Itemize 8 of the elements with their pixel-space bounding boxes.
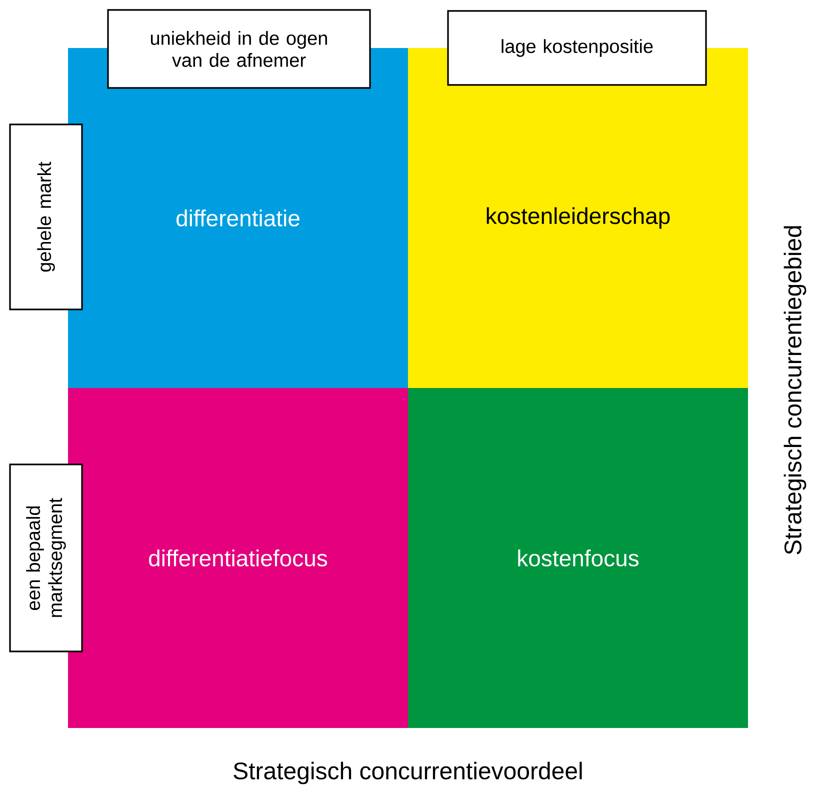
axis-title: Strategisch concurrentiegebied	[784, 226, 806, 554]
axis-title: Strategisch concurrentievoordeel	[234, 762, 582, 784]
label-box: gehele markt	[9, 124, 83, 310]
quadrant: differentiatiefocus	[68, 388, 408, 728]
quadrant: kostenfocus	[408, 388, 748, 728]
label-box: een bepaald marktsegment	[9, 464, 83, 652]
label-box: lage kostenpositie	[447, 10, 707, 86]
label-box: uniekheid in de ogen van de afnemer	[107, 9, 371, 89]
